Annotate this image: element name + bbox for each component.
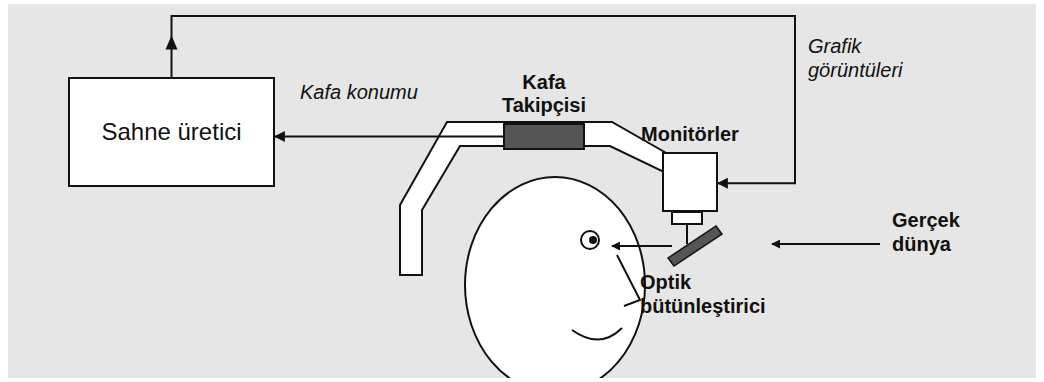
eye (581, 231, 599, 249)
flow-mark (166, 36, 178, 50)
mouth (572, 328, 622, 340)
connector-arrow (275, 136, 503, 138)
headband (400, 122, 668, 275)
edge-label: Grafik görüntüleri (808, 34, 958, 82)
combiner-mirror (668, 226, 722, 266)
edge-label: Kafa konumu (300, 80, 430, 104)
monitor-lens (672, 212, 702, 224)
pupil (589, 236, 597, 244)
real-world-arrow (772, 243, 880, 245)
monitor-box: Monitörler (662, 152, 718, 212)
light-ray (686, 224, 688, 244)
annotation-label: Optik bütünleştirici (640, 270, 810, 318)
sensor-box: Kafa Takipçisi (503, 123, 585, 150)
node-heading: Kafa Takipçisi (489, 71, 599, 117)
view-arrow (612, 245, 672, 247)
nose (617, 255, 640, 306)
annotation-label: Gerçek dünya (892, 208, 982, 256)
node-text: Sahne üretici (97, 117, 247, 147)
process-box: Sahne üretici (68, 77, 275, 187)
node-heading: Monitörler (641, 123, 739, 146)
head (465, 177, 645, 378)
